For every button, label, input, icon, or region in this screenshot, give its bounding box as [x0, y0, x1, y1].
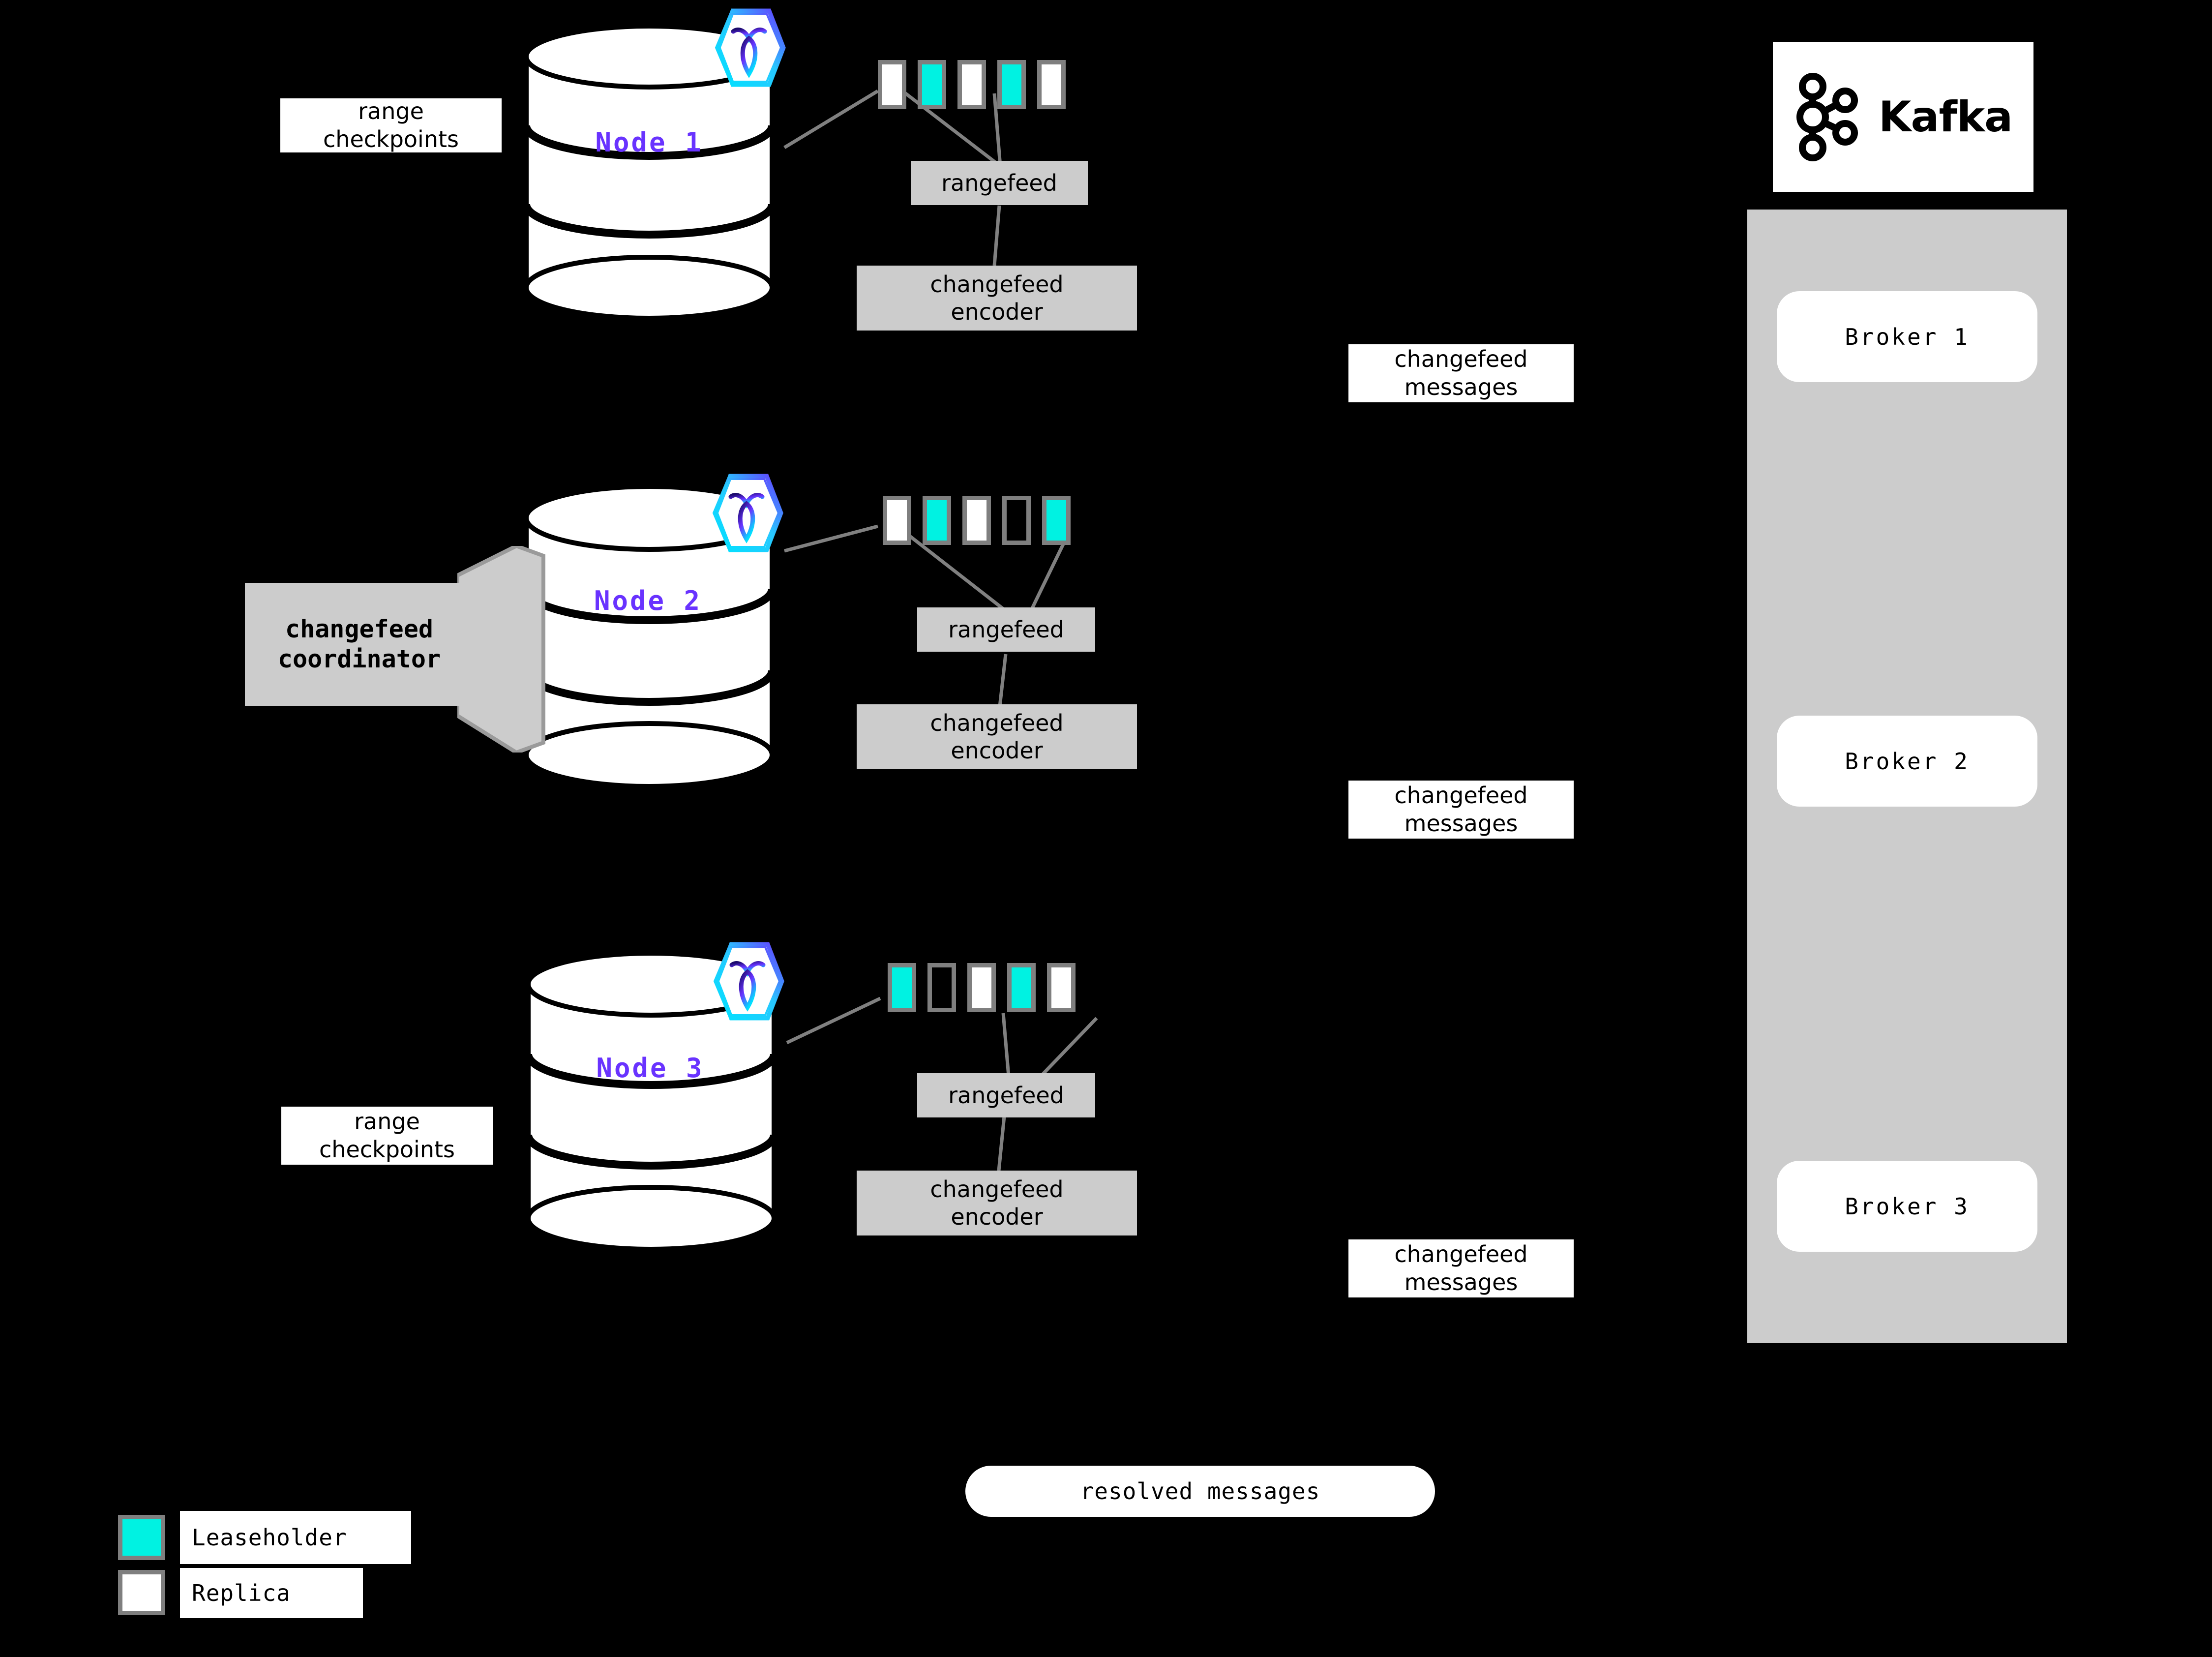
legend-swatch-replica — [118, 1570, 165, 1615]
kafka-logo-icon — [1796, 72, 1858, 161]
resolved-messages-pill[interactable]: resolved messages — [965, 1466, 1435, 1517]
node-3-range-strip — [888, 963, 1087, 1012]
kafka-logo-box: Kafka — [1773, 42, 2033, 192]
node-2-cylinder — [514, 480, 782, 794]
node-3-cylinder — [515, 947, 785, 1257]
range-cell[interactable] — [888, 963, 916, 1012]
range-cell[interactable] — [1047, 963, 1076, 1012]
range-cell[interactable] — [1002, 496, 1031, 545]
legend-label-leaseholder: Leaseholder — [180, 1511, 411, 1564]
node-2-rangefeed-box[interactable]: rangefeed — [917, 607, 1095, 652]
cockroachdb-logo-icon — [707, 471, 786, 557]
legend-label-replica: Replica — [180, 1568, 363, 1618]
node-1-range-strip — [878, 60, 1077, 109]
node-1-cylinder — [516, 20, 782, 325]
node-2-changefeed-encoder-box[interactable]: changefeed encoder — [857, 704, 1137, 769]
range-cell[interactable] — [878, 60, 906, 109]
node-3-rangefeed-box[interactable]: rangefeed — [917, 1073, 1095, 1117]
range-cell[interactable] — [962, 496, 991, 545]
changefeed-coordinator-box[interactable]: changefeed coordinator — [245, 583, 474, 706]
changefeed-messages-label-3: changefeed messages — [1348, 1239, 1574, 1297]
changefeed-messages-label-2: changefeed messages — [1348, 781, 1574, 839]
kafka-wordmark: Kafka — [1878, 92, 2013, 142]
range-cell[interactable] — [883, 496, 911, 545]
range-cell[interactable] — [1007, 963, 1036, 1012]
node-3-range-checkpoints-label: range checkpoints — [281, 1107, 493, 1165]
node-1-rangefeed-box[interactable]: rangefeed — [911, 161, 1088, 205]
node-1-range-checkpoints-label: range checkpoints — [280, 98, 502, 152]
node-3-changefeed-encoder-box[interactable]: changefeed encoder — [857, 1171, 1137, 1235]
broker-3[interactable]: Broker 3 — [1777, 1161, 2037, 1252]
broker-1[interactable]: Broker 1 — [1777, 291, 2037, 382]
range-cell[interactable] — [1042, 496, 1071, 545]
cockroachdb-logo-icon — [710, 6, 788, 91]
range-cell[interactable] — [923, 496, 951, 545]
changefeed-messages-label-1: changefeed messages — [1348, 344, 1574, 402]
range-cell[interactable] — [967, 963, 996, 1012]
cockroachdb-logo-icon — [708, 939, 787, 1025]
range-cell[interactable] — [1037, 60, 1066, 109]
legend-swatch-leaseholder — [118, 1515, 165, 1560]
range-cell[interactable] — [957, 60, 986, 109]
range-cell[interactable] — [927, 963, 956, 1012]
node-2-range-strip — [883, 496, 1082, 545]
range-cell[interactable] — [918, 60, 946, 109]
node-1-changefeed-encoder-box[interactable]: changefeed encoder — [857, 266, 1137, 331]
range-cell[interactable] — [997, 60, 1026, 109]
changefeed-coordinator-pointer — [457, 546, 545, 753]
broker-2[interactable]: Broker 2 — [1777, 716, 2037, 807]
